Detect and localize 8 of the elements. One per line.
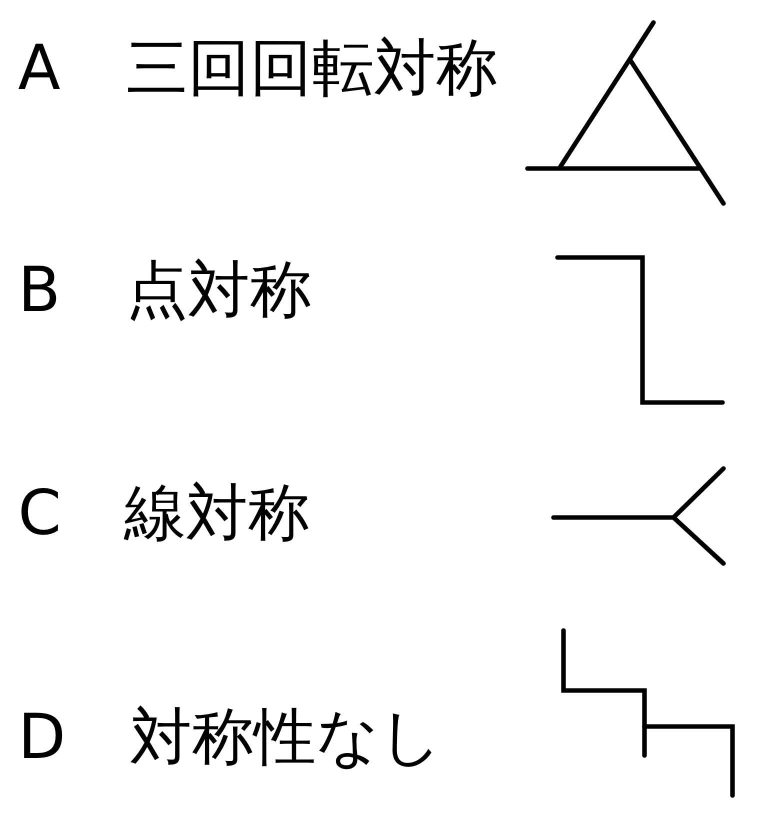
row-letter: C	[18, 482, 62, 544]
symmetry-label: 線対称	[124, 482, 310, 544]
symmetry-label: 三回回転対称	[126, 37, 498, 99]
symmetry-label: 対称性なし	[130, 706, 442, 768]
row-letter: B	[18, 259, 61, 321]
row-letter: D	[18, 706, 66, 768]
symmetry-label: 点対称	[126, 259, 312, 321]
row-letter: A	[18, 37, 60, 99]
